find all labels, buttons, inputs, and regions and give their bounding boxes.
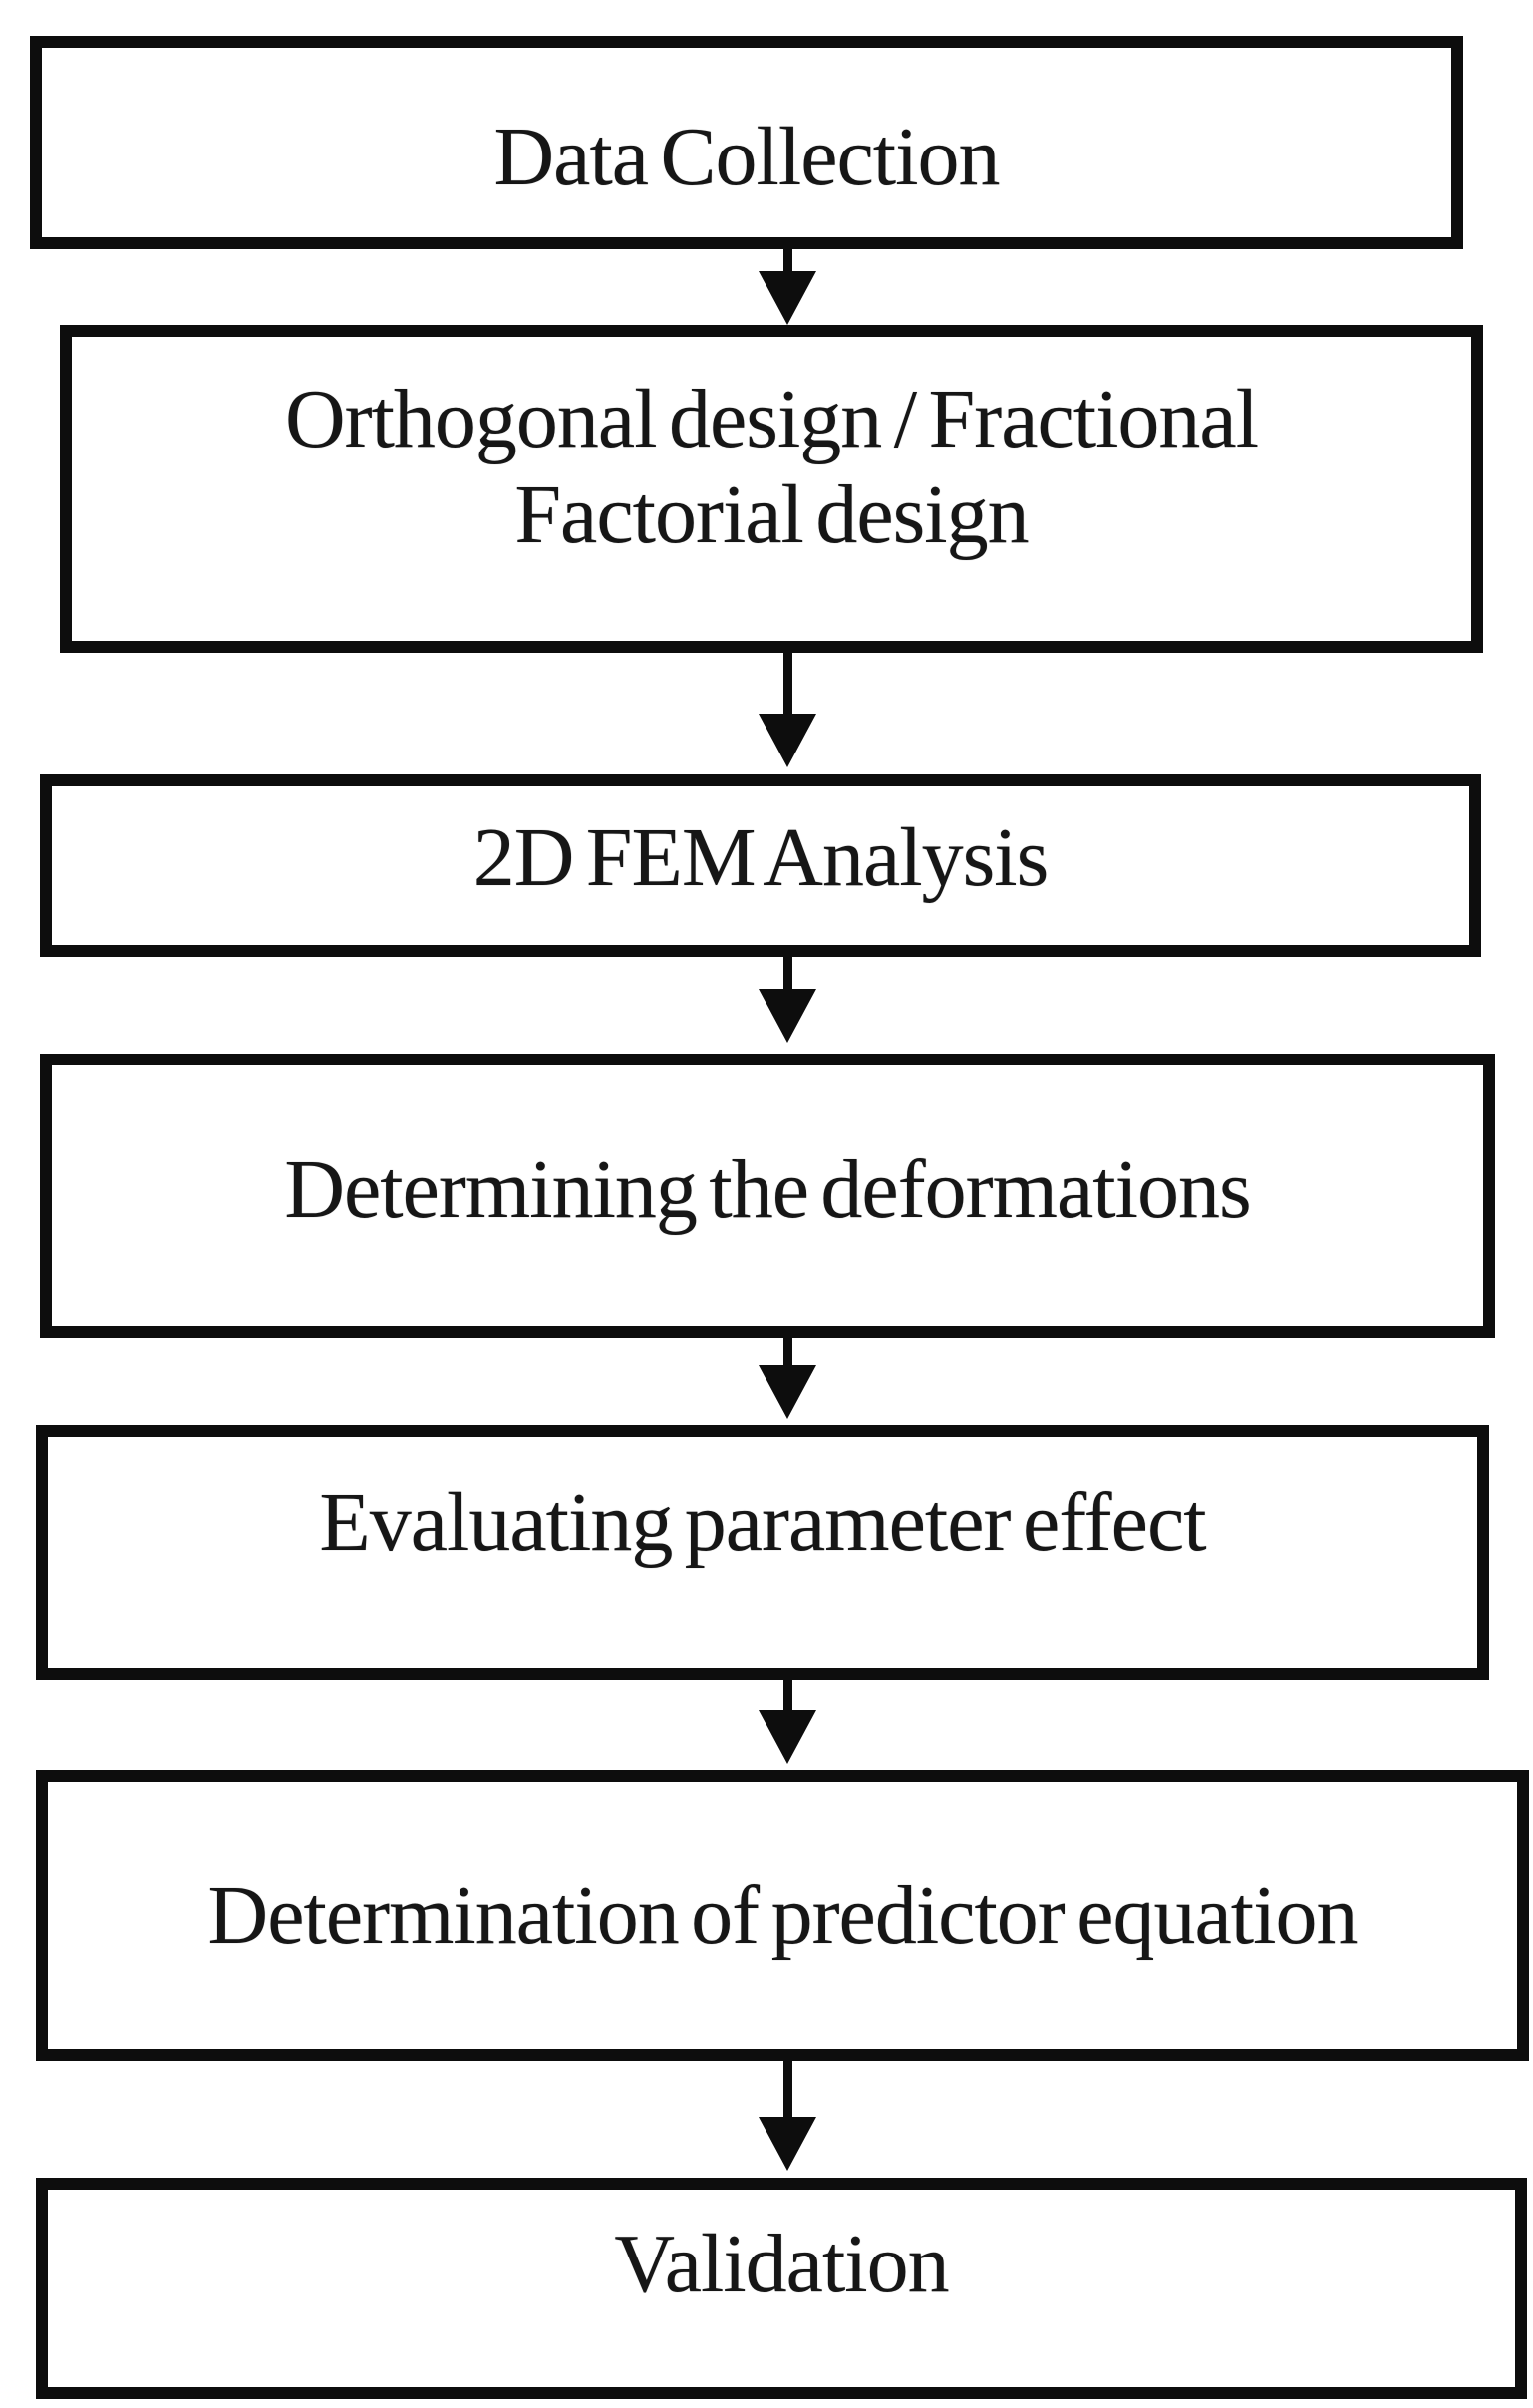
arrowhead-down-icon xyxy=(759,714,816,767)
flow-arrow-down xyxy=(759,1678,816,1764)
arrow-stem xyxy=(782,247,792,271)
flow-box-label: Orthogonal design / Fractional Factorial… xyxy=(284,372,1259,561)
arrowhead-down-icon xyxy=(759,989,816,1043)
flow-arrow-down xyxy=(759,2059,816,2171)
flow-box-label: Validation xyxy=(614,2218,949,2311)
flow-box-label: 2D FEM Analysis xyxy=(472,810,1050,904)
flow-arrow-down xyxy=(759,247,816,325)
flow-box-orthogonal-fractional-design: Orthogonal design / Fractional Factorial… xyxy=(60,325,1483,653)
flow-box-determining-deformations: Determining the deformations xyxy=(40,1054,1495,1338)
flow-box-label: Evaluating parameter effect xyxy=(319,1476,1206,1570)
arrow-stem xyxy=(782,651,792,714)
flow-box-validation: Validation xyxy=(36,2178,1527,2399)
flow-arrow-down xyxy=(759,1336,816,1419)
arrow-stem xyxy=(782,2059,792,2117)
arrowhead-down-icon xyxy=(759,2117,816,2171)
flow-box-label: Determination of predictor equation xyxy=(207,1869,1359,1962)
flow-box-label: Determining the deformations xyxy=(284,1142,1251,1236)
flow-box-label: Data Collection xyxy=(493,111,1001,204)
arrow-stem xyxy=(782,955,792,989)
arrow-stem xyxy=(782,1678,792,1710)
flow-box-determination-predictor-equation: Determination of predictor equation xyxy=(36,1770,1529,2061)
arrow-stem xyxy=(782,1336,792,1365)
arrowhead-down-icon xyxy=(759,1710,816,1764)
arrowhead-down-icon xyxy=(759,271,816,325)
flow-box-2d-fem-analysis: 2D FEM Analysis xyxy=(40,774,1481,957)
flow-box-evaluating-parameter-effect: Evaluating parameter effect xyxy=(36,1425,1489,1680)
arrowhead-down-icon xyxy=(759,1365,816,1419)
flow-box-data-collection: Data Collection xyxy=(30,36,1463,249)
flow-arrow-down xyxy=(759,651,816,767)
flow-arrow-down xyxy=(759,955,816,1043)
